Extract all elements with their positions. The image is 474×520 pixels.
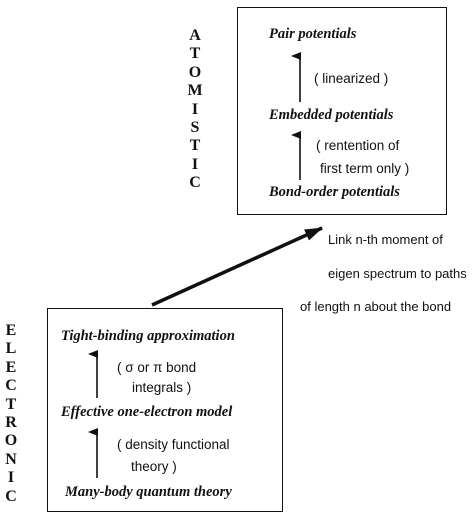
- link-text-line1: Link n-th moment of: [328, 232, 443, 247]
- atomistic-letter: C: [189, 174, 201, 192]
- embedded-potentials-label: Embedded potentials: [269, 107, 394, 123]
- dft-note-line2: theory ): [131, 459, 177, 474]
- bond-order-potentials-label: Bond-order potentials: [269, 184, 400, 200]
- electronic-letter: O: [4, 432, 18, 450]
- pair-potentials-label: Pair potentials: [269, 26, 357, 42]
- link-text-line3: of length n about the bond: [300, 299, 452, 314]
- electronic-box: [47, 308, 283, 512]
- electronic-letter: R: [5, 414, 17, 432]
- atomistic-letter: T: [189, 45, 201, 63]
- electronic-letter: C: [5, 487, 17, 505]
- bond-integrals-note-line2: integrals ): [132, 380, 192, 395]
- atomistic-letter: I: [191, 100, 199, 118]
- atomistic-letter: M: [187, 82, 203, 100]
- electronic-letter: N: [5, 450, 17, 468]
- electronic-letter: T: [5, 395, 17, 413]
- many-body-label: Many-body quantum theory: [65, 484, 232, 500]
- effective-one-electron-label: Effective one-electron model: [61, 404, 233, 420]
- retention-note-line2: first term only ): [320, 161, 410, 176]
- atomistic-letter: T: [189, 137, 201, 155]
- electronic-letter: C: [5, 377, 17, 395]
- electronic-letter: L: [5, 340, 17, 358]
- linearized-note: ( linearized ): [314, 71, 389, 86]
- atomistic-letter: I: [191, 155, 199, 173]
- arrow-electronic-to-atomistic: [151, 226, 323, 307]
- bond-integrals-note-line1: ( σ or π bond: [117, 360, 197, 375]
- tight-binding-label: Tight-binding approximation: [61, 328, 235, 344]
- atomistic-box: [237, 7, 447, 215]
- atomistic-letter: A: [189, 27, 201, 44]
- dft-note-line1: ( density functional: [117, 437, 230, 452]
- electronic-letter: E: [5, 322, 17, 339]
- electronic-letter: I: [7, 469, 15, 487]
- atomistic-letter: S: [190, 119, 200, 137]
- electronic-letter: E: [5, 358, 17, 376]
- link-text-line2: eigen spectrum to paths: [328, 266, 467, 281]
- retention-note-line1: ( rentention of: [316, 138, 400, 153]
- atomistic-letter: O: [188, 63, 202, 81]
